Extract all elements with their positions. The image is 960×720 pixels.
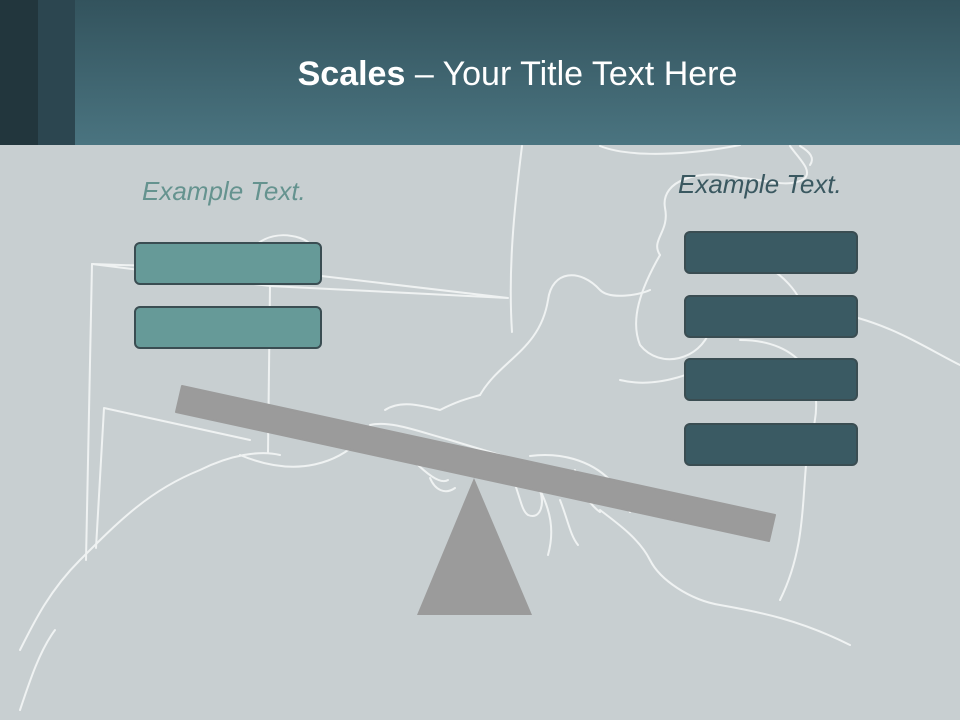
right-example-text[interactable]: Example Text.	[678, 169, 842, 199]
title-banner: Scales – Your Title Text Here	[0, 0, 960, 145]
right-text-box[interactable]	[684, 295, 858, 338]
right-text-box[interactable]	[684, 358, 858, 401]
left-text-box[interactable]	[134, 242, 322, 285]
banner-accent-strip	[38, 0, 75, 145]
right-text-box[interactable]	[684, 231, 858, 274]
slide-title[interactable]: Scales – Your Title Text Here	[75, 52, 960, 96]
left-example-text[interactable]: Example Text.	[142, 176, 306, 206]
scale-fulcrum	[417, 478, 532, 615]
banner-accent-strip	[0, 0, 38, 145]
left-text-box[interactable]	[134, 306, 322, 349]
scale-beam	[175, 385, 776, 542]
title-rest: – Your Title Text Here	[405, 55, 738, 93]
right-text-box[interactable]	[684, 423, 858, 466]
title-bold: Scales	[297, 55, 406, 93]
